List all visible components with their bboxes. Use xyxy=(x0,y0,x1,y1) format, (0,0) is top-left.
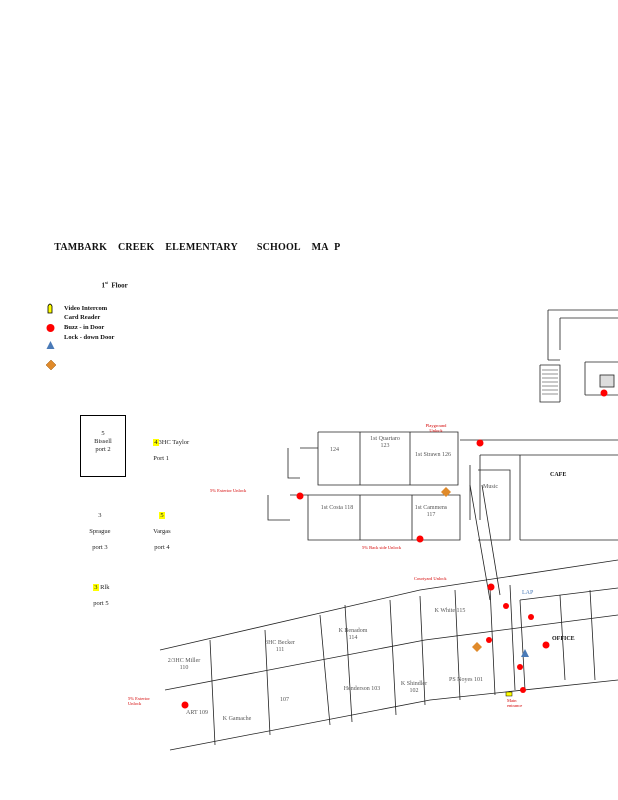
wall-rooms-118-117 xyxy=(267,494,461,541)
buzz-in-door-icon xyxy=(476,439,484,447)
portable-num: 5 xyxy=(101,430,105,437)
room-111: 3HC Becker 111 xyxy=(265,640,295,653)
legend-lock-down-door: Lock - down Door xyxy=(64,334,115,341)
note-5min-exterior-2: 5% Exterior Unlock xyxy=(128,696,150,706)
buzz-in-door-icon xyxy=(486,637,492,643)
title-word: TAMBARK xyxy=(54,242,108,253)
floor-label: 1st Floor xyxy=(98,272,128,289)
portable-port: Port 1 xyxy=(153,455,169,462)
wall-music xyxy=(478,469,511,541)
wall-office xyxy=(519,587,618,691)
diamond-icon xyxy=(472,642,482,652)
title-word: SCHOOL xyxy=(256,242,301,253)
title-word: MA xyxy=(311,242,329,253)
portable-num: 3 xyxy=(98,512,102,519)
room-115: K White 115 xyxy=(434,608,466,614)
portable-num: 3 xyxy=(93,584,99,591)
wall-lower-wing-mid xyxy=(164,614,618,691)
room-124: 124 xyxy=(330,447,339,453)
portable-name: Sprague xyxy=(89,528,111,535)
legend-video-intercom: Video Intercom xyxy=(64,305,108,312)
room-117: 1st Cammens 117 xyxy=(414,505,448,518)
buzz-in-door-icon xyxy=(296,492,304,500)
room-lap: LAP xyxy=(522,590,534,596)
buzz-in-door-icon xyxy=(600,389,608,397)
buzz-in-doors xyxy=(181,389,608,709)
room-103: Henderson 103 xyxy=(343,686,381,692)
portable-port: port 5 xyxy=(93,600,109,607)
room-114: K Benadom 114 xyxy=(338,628,368,641)
room-109: ART 109 xyxy=(185,710,209,716)
room-101: PS Noyes 101 xyxy=(448,677,483,683)
floor-suffix: st xyxy=(105,280,108,285)
buzz-in-door-icon xyxy=(181,701,189,709)
room-118: 1st Costa 118 xyxy=(320,505,354,511)
room-gamache: K Gamache xyxy=(222,716,252,722)
diamond-icon xyxy=(441,487,451,497)
buzz-in-door-icon xyxy=(517,664,523,670)
room-126: 1st Strawn 126 xyxy=(415,452,451,458)
portable-bissell: 5 Bissell port 2 xyxy=(80,415,126,477)
portable-num: 5 xyxy=(159,512,165,519)
buzz-in-door-icon xyxy=(503,603,509,609)
page-title: TAMBARK CREEK ELEMENTARY SCHOOL MA P xyxy=(49,231,340,253)
note-courtyard: Courtyard Unlock xyxy=(414,576,447,581)
portable-port: port 4 xyxy=(154,544,170,551)
wall-upper-right xyxy=(539,309,618,403)
portable-num: 4 xyxy=(153,439,159,446)
stairs xyxy=(542,369,558,395)
title-word: ELEMENTARY xyxy=(165,242,238,253)
floor-number: 1 xyxy=(101,281,106,290)
video-intercom-icon xyxy=(505,691,513,697)
floor-word: Floor xyxy=(111,281,128,290)
legend-buzz-in-door: Buzz - in Door xyxy=(64,324,105,331)
title-word: CREEK xyxy=(117,242,155,253)
portable-taylor: 43HC Taylor Port 1 xyxy=(150,431,189,463)
note-5min-backside: 5% Back side Unlock xyxy=(362,545,402,550)
note-playground: Playground Unlock xyxy=(425,423,447,433)
room-107: 107 xyxy=(280,697,289,703)
wall-lower-wing-bottom xyxy=(169,679,618,751)
wall-cafe xyxy=(460,439,618,541)
wall-rooms-120s xyxy=(287,431,459,486)
portable-name: 3HC Taylor xyxy=(158,439,190,446)
portable-port: port 3 xyxy=(92,544,108,551)
portable-name: Vargas xyxy=(153,528,171,535)
wall-rooms-lower xyxy=(209,584,516,746)
elevator xyxy=(599,374,615,388)
portable-name: Rlk xyxy=(100,584,110,591)
legend-card-reader: Card Reader xyxy=(64,314,101,321)
wall-corridor xyxy=(469,484,501,601)
title-word: P xyxy=(334,242,341,253)
buzz-in-door-icon xyxy=(416,535,424,543)
lock-down-door-icon xyxy=(521,649,529,657)
room-102: K Shindler 102 xyxy=(400,681,428,694)
note-main-entrance: Main entrance xyxy=(507,698,523,708)
portable-vargas: 5 Vargas port 4 xyxy=(150,504,171,552)
buzz-in-door-icon xyxy=(528,614,534,620)
buzz-in-door-icon xyxy=(520,687,526,693)
portable-rlk: 3 Rlk port 5 xyxy=(90,576,110,608)
room-office: OFFICE xyxy=(552,636,575,642)
portable-port: port 2 xyxy=(95,446,111,453)
wall-lower-wing-top xyxy=(159,559,618,651)
buzz-in-door-icon xyxy=(487,583,495,591)
room-music: Music xyxy=(483,484,498,490)
room-123: 1st Quartaro 123 xyxy=(370,436,400,449)
buzz-in-door-icon xyxy=(542,641,550,649)
room-cafe: CAFE xyxy=(550,472,567,478)
room-110: 2/3HC Miller 110 xyxy=(167,658,201,671)
portable-sprague: 3 Sprague port 3 xyxy=(86,504,111,552)
portable-name: Bissell xyxy=(94,438,112,445)
note-5min-exterior: 5% Exterior Unlock xyxy=(210,488,247,493)
